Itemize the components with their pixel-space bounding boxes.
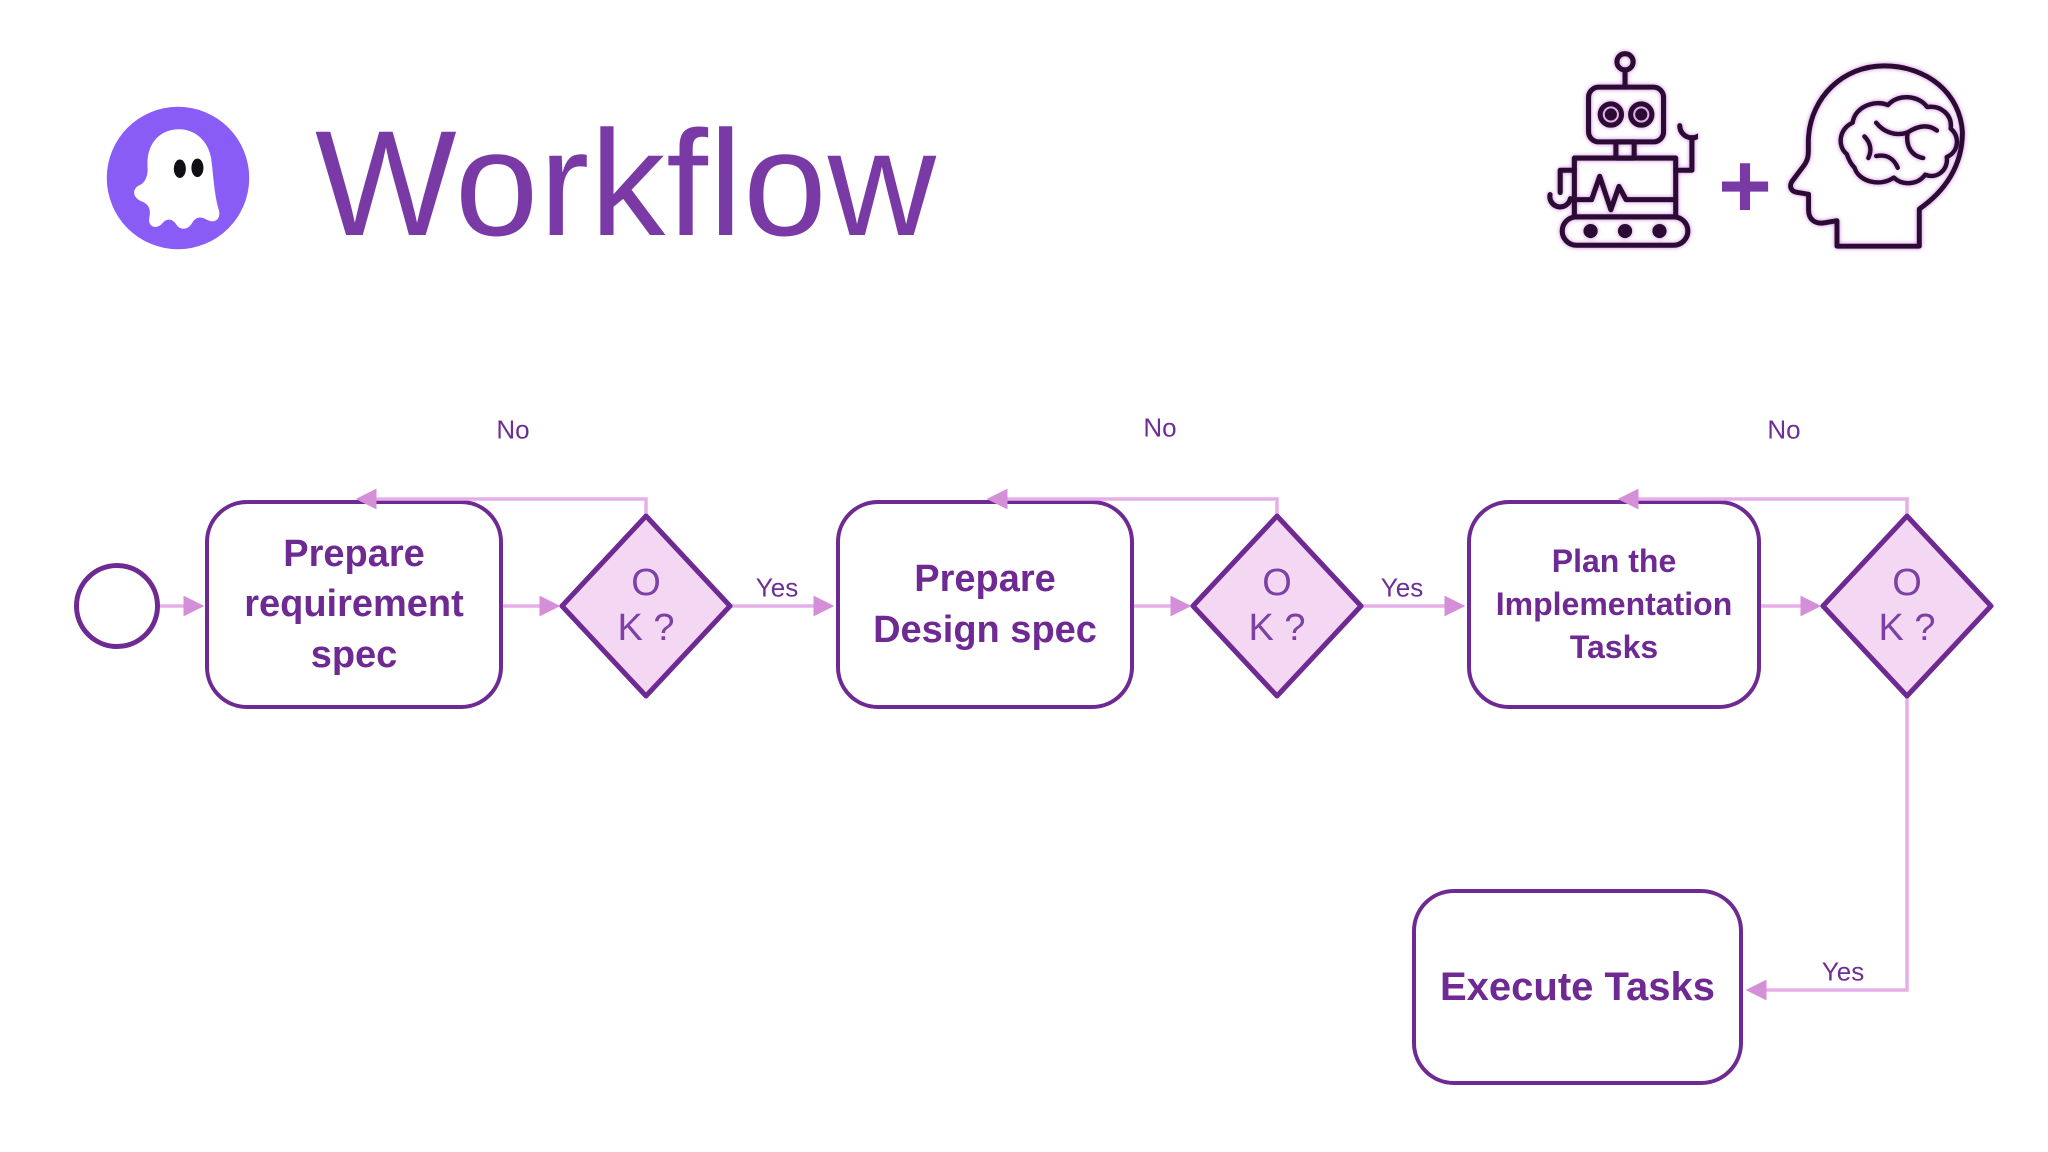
brain-head-icon (1788, 63, 1965, 249)
edge-label-yes-3: Yes (1821, 956, 1865, 987)
decision-ok-2-label: O K ? (1248, 562, 1306, 649)
step-label: Prepare Design spec (873, 558, 1097, 651)
step-label: Prepare requirement spec (244, 533, 464, 676)
ghost-logo-icon (106, 106, 250, 250)
edge-label-no-3: No (1767, 414, 1801, 445)
step-prepare-design-spec: Prepare Design spec (836, 500, 1134, 709)
edge-label-no-1: No (496, 414, 530, 445)
page-title: Workflow (315, 99, 937, 267)
step-label: Plan the Implementation Tasks (1495, 542, 1733, 666)
robot-icon (1547, 51, 1698, 248)
step-prepare-requirement-spec: Prepare requirement spec (205, 500, 503, 709)
decision-ok-1-label: O K ? (617, 562, 675, 649)
edge-label-no-2: No (1143, 412, 1177, 443)
edge-label-yes-2: Yes (1380, 572, 1424, 603)
edge-label-yes-1: Yes (755, 572, 799, 603)
step-execute-tasks: Execute Tasks (1412, 889, 1743, 1085)
start-node (74, 563, 160, 649)
edge-ok3-yes-to-execute (1745, 696, 1909, 1001)
step-plan-implementation-tasks: Plan the Implementation Tasks (1467, 500, 1761, 709)
step-label: Execute Tasks (1440, 964, 1715, 1009)
plus-sign: + (1718, 135, 1772, 237)
decision-ok-3-label: O K ? (1878, 562, 1936, 649)
